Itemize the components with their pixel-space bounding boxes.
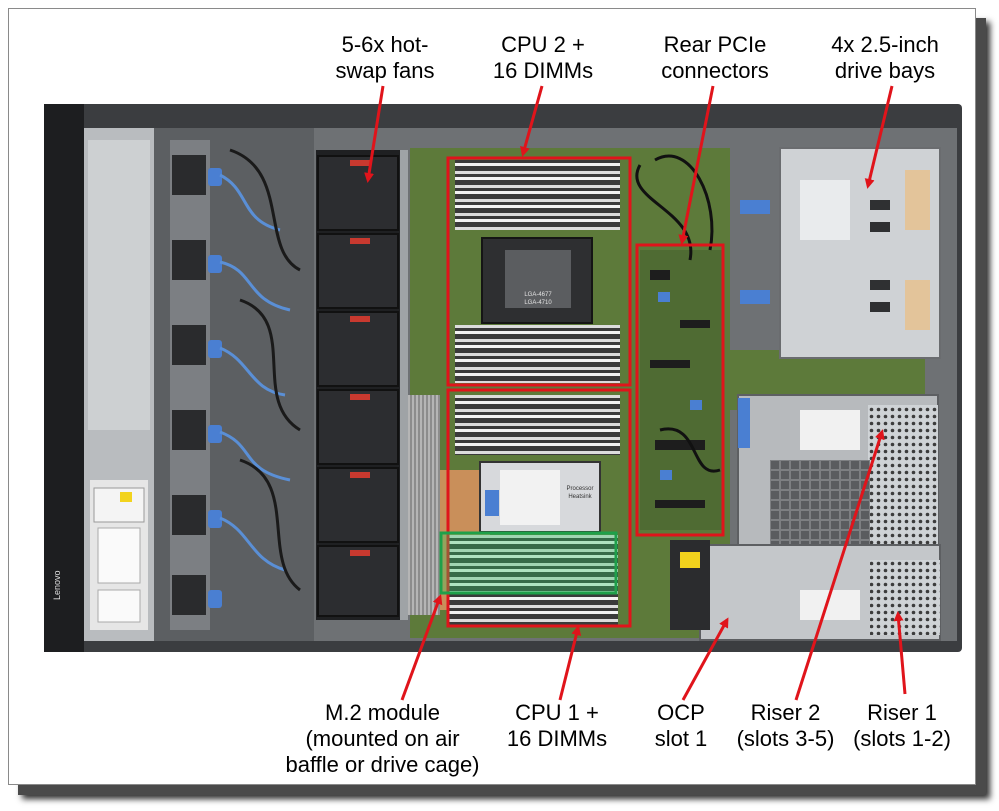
cpu2-arrow	[520, 85, 544, 157]
riser-2-cage	[737, 394, 939, 555]
rear-pcie-area	[635, 154, 722, 530]
riser2-label: Riser 2 (slots 3-5)	[736, 700, 835, 751]
brand-label: Lenovo	[52, 570, 62, 600]
cpu2-label: CPU 2 + 16 DIMMs	[492, 32, 594, 83]
cpu1-label: CPU 1 + 16 DIMMs	[506, 700, 608, 751]
heatsink-label-2: Heatsink	[568, 494, 592, 500]
cpu1-highlight-box	[446, 388, 632, 628]
rear-pcie-arrow	[678, 85, 715, 245]
riser2-arrow	[794, 429, 885, 701]
socket-label-2: LGA-4710	[524, 300, 552, 306]
fans-arrow	[364, 85, 385, 183]
riser1-label: Riser 1 (slots 1-2)	[853, 700, 951, 751]
rear-pcie-highlight-box	[635, 243, 725, 537]
drive-backplane-area	[154, 128, 314, 641]
riser1-arrow	[893, 611, 907, 695]
cpu1-dimm-bank	[448, 535, 618, 625]
heatsink-label-1: Processor	[566, 486, 593, 492]
fan-bank	[316, 150, 408, 620]
cpu1-heatsink: Processor Heatsink	[479, 461, 601, 533]
m2-label: M.2 module (mounted on air baffle or dri…	[285, 700, 480, 777]
cpu2-socket: LGA-4677 LGA-4710	[481, 237, 593, 324]
ocp-label: OCP slot 1	[654, 700, 708, 751]
cpu2-dimm-bank	[455, 160, 620, 455]
rear-pcie-label: Rear PCIe connectors	[661, 32, 769, 83]
ocp-slot	[670, 540, 710, 630]
socket-label-1: LGA-4677	[524, 292, 552, 298]
m2-highlight-box	[439, 531, 618, 595]
fans-label: 5-6x hot- swap fans	[335, 32, 435, 83]
drive-bays-arrow	[864, 85, 894, 189]
cpu2-highlight-box	[446, 156, 632, 387]
rear-drive-cage	[740, 147, 941, 359]
m2-arrow	[400, 594, 443, 701]
drive-bays-label: 4x 2.5-inch drive bays	[831, 32, 939, 83]
ocp-arrow	[681, 617, 729, 701]
cpu1-arrow	[558, 625, 582, 701]
